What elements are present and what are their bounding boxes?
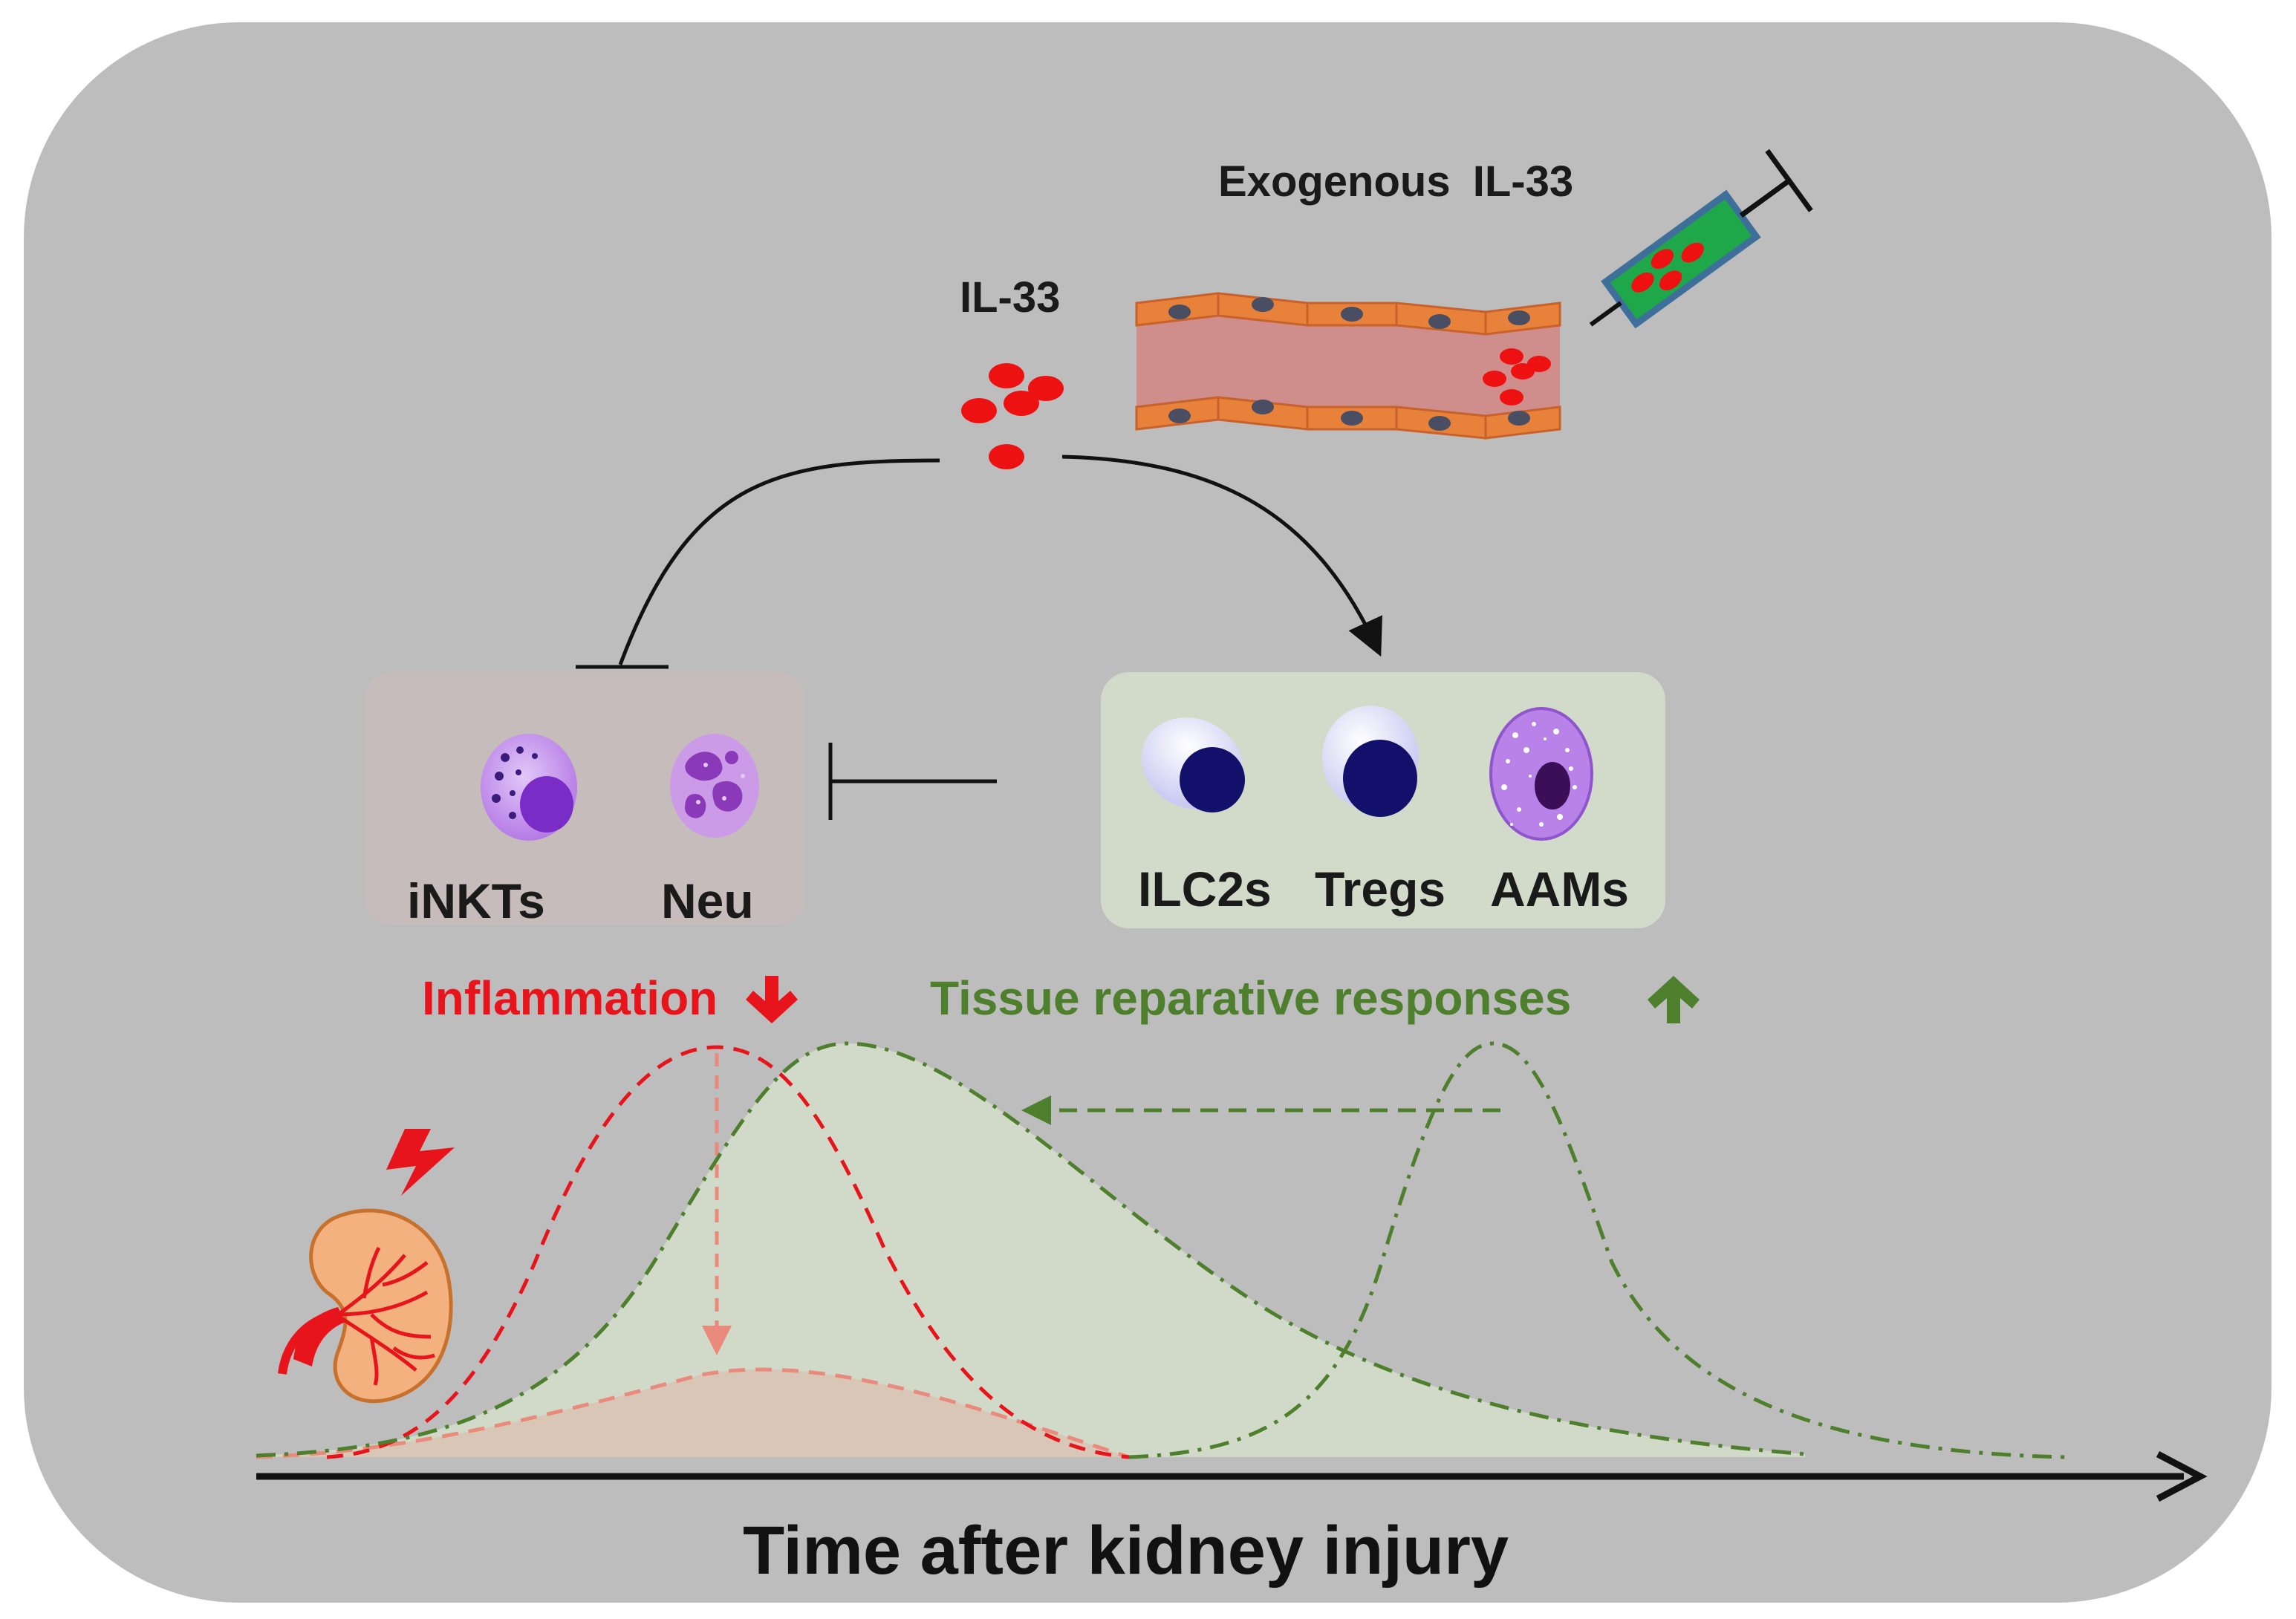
- inflammation-curve: [326, 1045, 1130, 1459]
- time-course-curves: [256, 1041, 2066, 1459]
- shifted-reparative-curve: [256, 1041, 1806, 1458]
- reparative-curve-area: [256, 1043, 1805, 1457]
- x-axis-label: Time after kidney injury: [743, 1513, 1509, 1589]
- treg-cell-icon: [1322, 706, 1419, 817]
- ilc2-cell-icon: [1141, 717, 1245, 812]
- down-arrow-icon: [746, 976, 798, 1023]
- il33-activates-reparative-cells: [1061, 455, 1382, 657]
- il33-particles: [961, 363, 1064, 469]
- reduced-inflammation-area: [256, 1369, 1129, 1457]
- tregs-label: Tregs: [1315, 861, 1446, 916]
- tissue-reparative-label: Tissue reparative responses: [930, 971, 1572, 1025]
- aams-label: AAMs: [1490, 861, 1630, 916]
- kidney-icon: [278, 1208, 453, 1404]
- inkt-cell-icon: [481, 734, 577, 841]
- exogenous-il33-label: Exogenous IL-33: [1218, 157, 1574, 206]
- syringe-icon: [1589, 149, 1813, 329]
- time-axis: [256, 1451, 2208, 1502]
- inflammation-label: Inflammation: [422, 971, 718, 1025]
- reduced-inflammation-curve: [256, 1367, 1130, 1459]
- neu-label: Neu: [661, 873, 754, 928]
- neutrophil-icon: [670, 734, 759, 838]
- pro-inflammatory-cell-box: [364, 672, 806, 925]
- il33-inhibits-inflammatory-cells: [618, 458, 940, 665]
- il33-label: IL-33: [960, 273, 1061, 322]
- aam-cell-icon: [1489, 707, 1593, 841]
- inkts-label: iNKTs: [407, 873, 545, 928]
- lightning-icon: [386, 1129, 455, 1196]
- blood-vessel-icon: [1135, 292, 1561, 440]
- up-arrow-icon: [1648, 976, 1700, 1023]
- natural-reparative-curve: [1128, 1041, 2066, 1459]
- ilc2s-label: ILC2s: [1138, 861, 1272, 916]
